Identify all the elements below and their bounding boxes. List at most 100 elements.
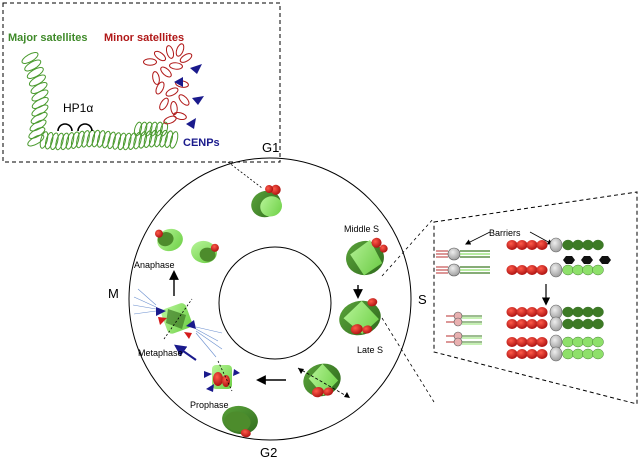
nucleosome-bead bbox=[506, 349, 518, 359]
nucleosome-bead bbox=[562, 348, 574, 360]
schematic-thin-fibers bbox=[436, 247, 490, 347]
nucleosome-bead bbox=[526, 337, 538, 347]
major-satellite-coil-horizontal bbox=[39, 121, 179, 151]
coil-loop bbox=[81, 130, 90, 148]
nucleosome-bead bbox=[506, 319, 518, 329]
coil-loop bbox=[159, 121, 169, 137]
nucleosome-bead bbox=[592, 306, 604, 318]
coil-loop bbox=[31, 104, 49, 117]
major-satellite-coil-vertical bbox=[21, 52, 49, 147]
coil-loop bbox=[164, 130, 174, 148]
nucleosome-bead bbox=[506, 265, 518, 275]
coil-loop bbox=[30, 112, 48, 124]
nucleosome-bead bbox=[536, 265, 548, 275]
nucleosome-bead bbox=[592, 336, 604, 348]
coil-loop bbox=[27, 134, 45, 147]
coil-loop bbox=[76, 130, 85, 149]
phase-s-label: S bbox=[418, 292, 427, 307]
cenp-triangle bbox=[186, 118, 196, 129]
chromocenter-anaphase-right bbox=[191, 240, 219, 264]
chromatin-marker bbox=[581, 256, 593, 264]
nucleosome-bead bbox=[506, 337, 518, 347]
coil-loop bbox=[178, 94, 190, 106]
coil-loop bbox=[122, 132, 132, 151]
coil-loop bbox=[29, 119, 47, 132]
coil-loop bbox=[143, 58, 157, 66]
coil-loop bbox=[160, 66, 172, 78]
nucleosome-bead bbox=[526, 265, 538, 275]
nucleosome-bead bbox=[572, 348, 584, 360]
coil-loop bbox=[117, 132, 127, 151]
phase-g1-label: G1 bbox=[262, 140, 279, 155]
barrier-node bbox=[453, 337, 463, 347]
nucleosome-bead bbox=[562, 336, 574, 348]
nucleosome-bead bbox=[582, 239, 594, 251]
cenp-triangle bbox=[190, 64, 202, 74]
arrow-prophase-to-metaphase bbox=[174, 344, 197, 361]
coil-loop bbox=[55, 132, 64, 151]
chromocenter-g2 bbox=[222, 405, 258, 438]
anaphase-label: Anaphase bbox=[134, 260, 175, 270]
coil-loop bbox=[159, 97, 169, 111]
coil-loop bbox=[169, 131, 179, 149]
chromocenter-g2-splitting bbox=[303, 363, 341, 398]
barrier-node bbox=[549, 262, 563, 278]
coil-loop bbox=[179, 53, 193, 63]
coil-loop bbox=[70, 131, 80, 149]
phase-g2-label: G2 bbox=[260, 445, 277, 460]
coil-loop bbox=[144, 121, 153, 137]
chromatin-marker bbox=[563, 256, 575, 264]
chromocenter-prophase bbox=[204, 360, 240, 392]
coil-loop bbox=[152, 71, 160, 85]
chromocenter-g1 bbox=[251, 184, 283, 218]
coil-loop bbox=[60, 132, 70, 151]
nucleosome-bead-rows bbox=[506, 237, 611, 362]
coil-loop bbox=[155, 81, 165, 95]
chromocenter-metaphase bbox=[132, 288, 223, 358]
coil-loop bbox=[91, 129, 101, 148]
inset-connector-left bbox=[227, 161, 263, 189]
barriers-label: Barriers bbox=[489, 228, 521, 238]
coil-loop bbox=[175, 43, 185, 57]
outer-ring bbox=[128, 157, 412, 441]
nucleosome-bead bbox=[506, 307, 518, 317]
coil-loop bbox=[159, 129, 168, 148]
nucleosome-bead bbox=[516, 337, 528, 347]
coil-loop bbox=[65, 132, 75, 150]
split-arrowhead bbox=[344, 392, 350, 398]
nucleosome-bead bbox=[526, 319, 538, 329]
nucleosome-bead bbox=[572, 336, 584, 348]
nucleosome-bead bbox=[572, 264, 584, 276]
minor-satellite-coil bbox=[143, 43, 193, 125]
barrier-node bbox=[549, 237, 563, 253]
coil-loop bbox=[102, 130, 111, 149]
hp1-arc bbox=[57, 123, 73, 132]
nucleosome-bead bbox=[516, 319, 528, 329]
coil-loop bbox=[112, 132, 122, 150]
cenp-triangle bbox=[192, 96, 204, 105]
nucleosome-bead bbox=[516, 265, 528, 275]
coil-loop bbox=[149, 121, 158, 137]
chromatin-marker bbox=[599, 256, 611, 264]
prophase-label: Prophase bbox=[190, 400, 229, 410]
coil-loop bbox=[86, 129, 96, 148]
nucleosome-bead bbox=[526, 349, 538, 359]
barrier-pointer bbox=[529, 231, 553, 245]
coil-loop bbox=[165, 45, 175, 59]
coil-loop bbox=[24, 59, 42, 72]
coil-loop bbox=[39, 131, 49, 149]
nucleosome-bead bbox=[582, 336, 594, 348]
chromocenter-late-s bbox=[339, 298, 381, 336]
satellite-inset: Major satellites Minor satellites HP1α C… bbox=[2, 2, 281, 163]
nucleosome-bead bbox=[562, 239, 574, 251]
cell-cycle-ring bbox=[128, 157, 412, 441]
coil-loop bbox=[21, 52, 39, 64]
hp1-arc bbox=[77, 123, 93, 132]
coil-loop bbox=[107, 131, 116, 150]
nucleosome-bead bbox=[582, 306, 594, 318]
barrier-node bbox=[447, 247, 461, 261]
barrier-pointer bbox=[464, 231, 491, 245]
barrier-inset-frame bbox=[433, 191, 638, 405]
nucleosome-bead bbox=[592, 264, 604, 276]
